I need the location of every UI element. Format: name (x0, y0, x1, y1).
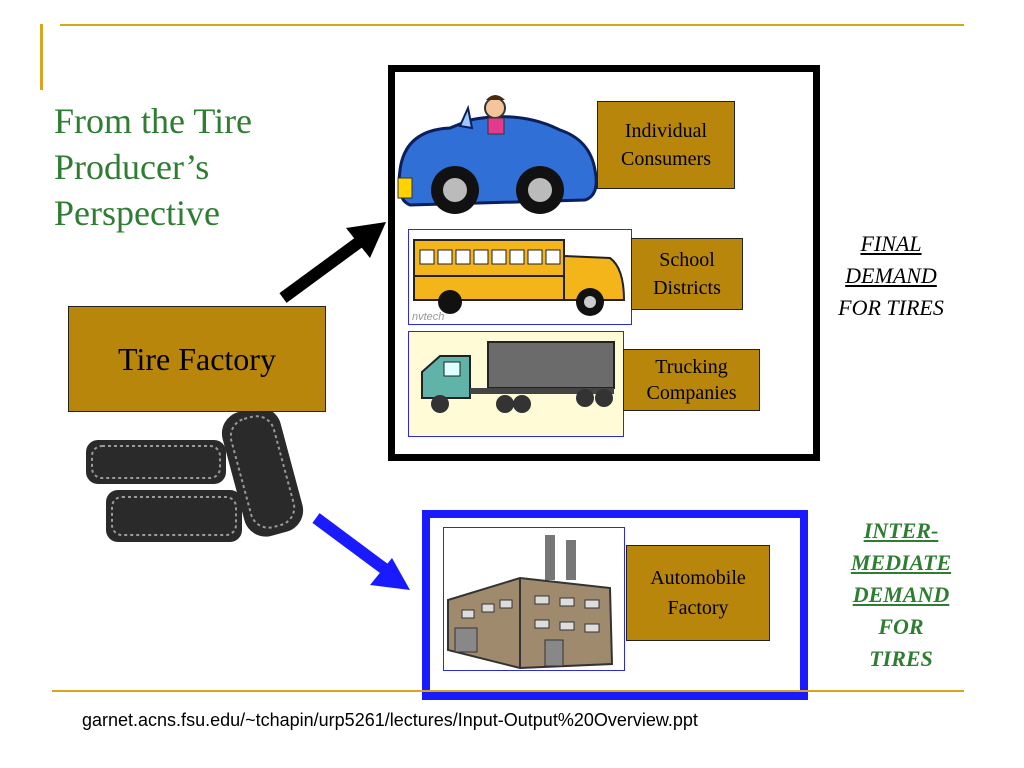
tire-factory-box: Tire Factory (68, 306, 326, 412)
bus-logo-text: nvtech (412, 311, 444, 323)
factory-clipart (447, 535, 614, 670)
school-line-2: Districts (653, 277, 721, 299)
title-line-3: Perspective (54, 193, 220, 233)
inter-line-2: MEDIATE (850, 550, 952, 575)
truck-clipart (421, 341, 615, 413)
auto-line-2: Factory (667, 597, 729, 619)
individual-line-1: Individual (624, 120, 708, 142)
individual-consumers-label: Individual Consumers (597, 101, 735, 189)
left-rule (40, 24, 43, 90)
car-clipart (397, 95, 598, 214)
slide-title: From the Tire Producer’s Perspective (54, 98, 354, 236)
auto-line-1: Automobile (650, 567, 746, 589)
title-line-1: From the Tire (54, 101, 253, 141)
top-rule (60, 24, 964, 26)
school-bus-clipart (413, 239, 626, 316)
bottom-rule (52, 690, 964, 692)
inter-line-1: INTER- (863, 518, 939, 543)
black-arrow (279, 222, 386, 303)
final-line-3: FOR TIRES (838, 295, 944, 320)
title-line-2: Producer’s (54, 147, 210, 187)
school-districts-label: School Districts (631, 238, 743, 310)
inter-line-5: TIRES (869, 646, 933, 671)
inter-line-3: DEMAND (852, 582, 950, 607)
final-demand-text: FINAL DEMAND FOR TIRES (806, 228, 976, 324)
tires-clipart (86, 407, 304, 542)
intermediate-demand-text: INTER- MEDIATE DEMAND FOR TIRES (826, 515, 976, 675)
automobile-factory-label: Automobile Factory (626, 545, 770, 641)
trucking-companies-label: Trucking Companies (623, 349, 760, 411)
footer-url: garnet.acns.fsu.edu/~tchapin/urp5261/lec… (82, 710, 698, 730)
blue-arrow (312, 513, 410, 590)
inter-line-4: FOR (878, 614, 924, 639)
trucking-line-2: Companies (646, 382, 737, 404)
intermediate-demand-frame (422, 510, 808, 700)
individual-line-2: Consumers (621, 148, 711, 170)
final-line-2: DEMAND (845, 263, 937, 288)
final-demand-frame (388, 65, 820, 461)
final-line-1: FINAL (860, 231, 922, 256)
school-line-1: School (659, 249, 715, 271)
trucking-line-1: Trucking (655, 356, 728, 378)
